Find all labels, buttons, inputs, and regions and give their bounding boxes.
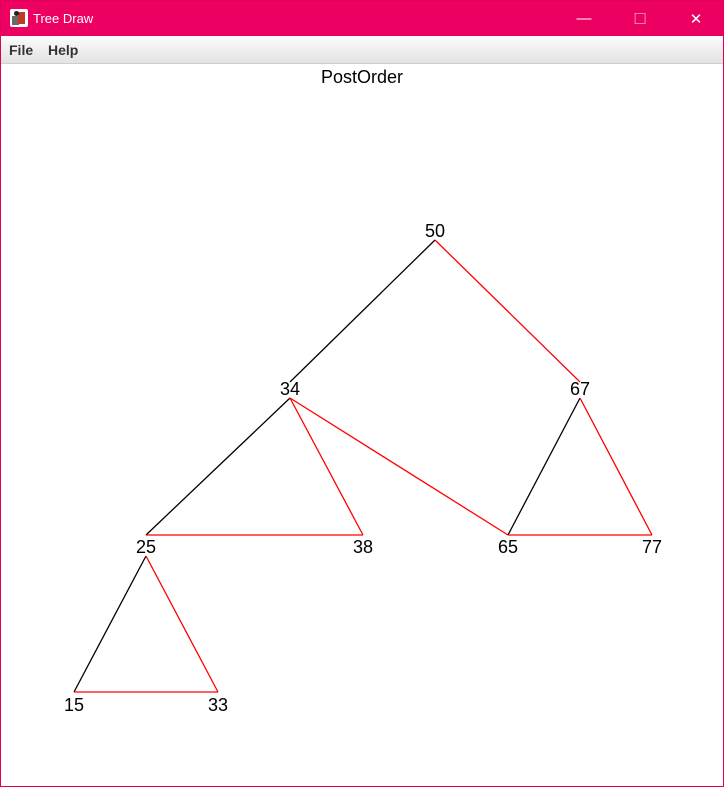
node-label-65: 65 [498, 537, 518, 557]
node-label-33: 33 [208, 695, 228, 715]
edge-34-38 [289, 397, 364, 536]
menu-file[interactable]: File [9, 42, 34, 58]
edge-67-77 [579, 397, 653, 536]
java-app-icon [10, 9, 28, 27]
edge-67-65 [507, 397, 581, 536]
close-button[interactable]: ✕ [689, 10, 703, 28]
node-label-50: 50 [425, 221, 445, 241]
edge-34-25 [145, 397, 291, 536]
menu-bar: File Help [1, 36, 723, 64]
window-title: Tree Draw [33, 11, 94, 26]
node-label-38: 38 [353, 537, 373, 557]
node-label-77: 77 [642, 537, 662, 557]
minimize-button[interactable]: — [576, 10, 592, 27]
node-label-25: 25 [136, 537, 156, 557]
node-label-34: 34 [280, 379, 300, 399]
menu-help[interactable]: Help [48, 42, 79, 58]
traversal-title: PostOrder [320, 67, 404, 87]
node-label-15: 15 [64, 695, 84, 715]
edge-25-33 [145, 555, 219, 693]
edge-50-67 [434, 239, 581, 383]
edge-50-34 [289, 239, 436, 383]
edge-34-65 [289, 397, 509, 536]
node-label-67: 67 [570, 379, 590, 399]
edge-25-15 [73, 555, 147, 693]
title-bar[interactable]: Tree Draw — ☐ ✕ [1, 1, 723, 36]
tree-canvas: PostOrder 50 34 67 25 38 65 77 15 33 [1, 64, 723, 786]
tree-drawing: 50 34 67 25 38 65 77 15 33 [64, 221, 662, 715]
maximize-button[interactable]: ☐ [633, 10, 647, 28]
